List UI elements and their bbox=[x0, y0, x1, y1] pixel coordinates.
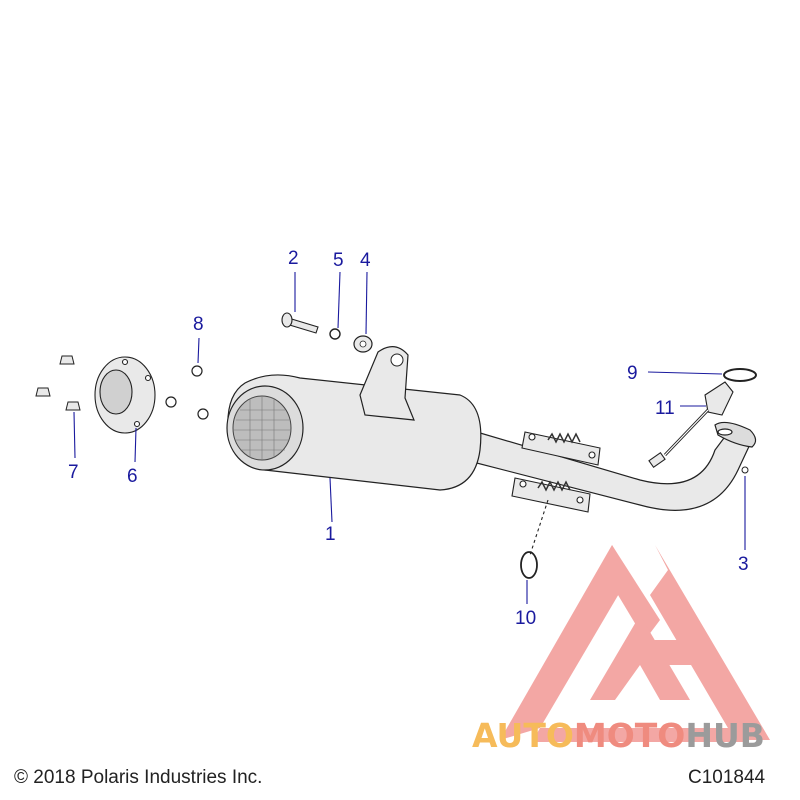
screws bbox=[35, 355, 81, 411]
callout-11: 11 bbox=[655, 398, 675, 419]
watermark-wordmark: AUTOMOTOHUB bbox=[472, 716, 765, 755]
callout-6: 6 bbox=[127, 466, 138, 487]
callout-2: 2 bbox=[288, 248, 299, 269]
callout-5: 5 bbox=[333, 250, 344, 271]
spark-arrestor bbox=[94, 356, 156, 434]
callout-1: 1 bbox=[325, 524, 336, 545]
nut-small bbox=[741, 466, 749, 474]
bolt bbox=[281, 312, 319, 334]
callout-8: 8 bbox=[193, 314, 204, 335]
copyright-text: © 2018 Polaris Industries Inc. bbox=[14, 767, 263, 788]
seal-ring bbox=[520, 551, 538, 579]
o2-sensor bbox=[648, 381, 734, 469]
watermark-logo bbox=[500, 545, 770, 742]
lock-washer bbox=[329, 328, 341, 340]
watermark-word-moto: MOTO bbox=[573, 716, 686, 755]
watermark-word-auto: AUTO bbox=[472, 716, 574, 755]
head-pipe bbox=[464, 421, 757, 511]
callout-3: 3 bbox=[738, 554, 749, 575]
exhaust-gasket bbox=[723, 368, 757, 382]
drawing-id: C101844 bbox=[688, 767, 766, 788]
callout-4: 4 bbox=[360, 250, 371, 271]
callout-9: 9 bbox=[627, 363, 638, 384]
watermark-word-hub: HUB bbox=[685, 716, 765, 755]
star-washers bbox=[165, 365, 209, 420]
callout-10: 10 bbox=[515, 608, 537, 629]
leader-lines bbox=[73, 271, 746, 604]
callout-7: 7 bbox=[68, 462, 79, 483]
muffler bbox=[226, 346, 482, 491]
pipe-clamp bbox=[511, 431, 601, 556]
